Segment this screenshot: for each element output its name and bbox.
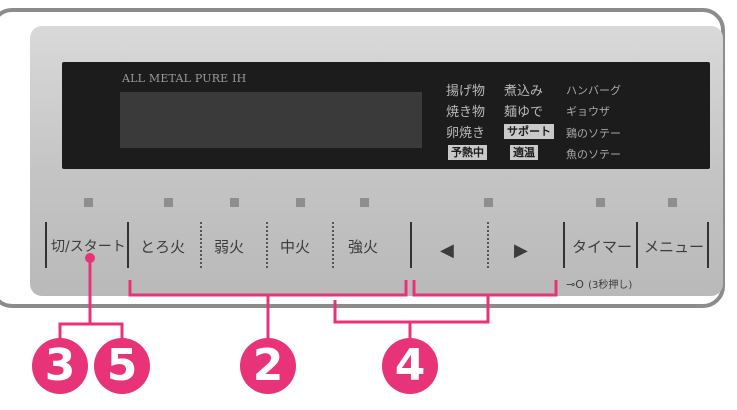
led-low [164,198,173,207]
menu-gyoza: ギョウザ [566,105,610,118]
dotted-divider [487,222,489,268]
lcd-screen [120,92,422,148]
step-2-circle: 2 [240,338,296,394]
menu-nikomi: 煮込み [504,84,544,99]
divider [45,222,47,268]
dotted-divider [332,222,334,268]
timer-button[interactable]: タイマー [572,238,633,256]
lock-note: ⊸O (3秒押し) [566,276,632,291]
right-arrow-button[interactable]: ▶ [514,240,528,261]
heat-low-button[interactable]: とろ火 [140,238,186,256]
heat-medium-button[interactable]: 中火 [280,238,311,256]
led-weak [230,198,239,207]
divider [636,222,638,268]
step-3-circle: 3 [32,338,88,394]
support-badge: サポート [504,124,554,139]
led-power [84,198,93,207]
step-5-circle: 5 [94,338,150,394]
menu-hamburg: ハンバーグ [566,84,621,97]
lock-note-text: (3秒押し) [588,280,633,291]
power-button-marker [85,253,95,263]
dotted-divider [200,222,202,268]
left-arrow-button[interactable]: ◀ [440,240,454,261]
menu-tamagoyaki: 卵焼き [446,126,486,141]
led-menu [668,198,677,207]
divider [410,222,412,268]
menu-button[interactable]: メニュー [644,238,705,256]
led-medium [296,198,305,207]
step-4-circle: 4 [382,338,438,394]
divider [707,222,709,268]
key-icon: ⊸O [566,278,584,291]
menu-fish-saute: 魚のソテー [566,148,621,161]
menu-agemono: 揚げ物 [446,84,486,99]
led-arrows [484,198,493,207]
divider [127,222,129,268]
power-start-button[interactable]: 切/スタート [51,239,126,255]
heat-weak-button[interactable]: 弱火 [214,238,245,256]
display-brand: ALL METAL PURE IH [122,72,247,85]
led-timer [596,198,605,207]
heat-strong-button[interactable]: 強火 [348,238,379,256]
dotted-divider [266,222,268,268]
menu-yakimono: 焼き物 [446,105,486,120]
divider [563,222,565,268]
optimal-temp-badge: 適温 [510,145,538,160]
preheating-badge: 予熱中 [448,145,487,160]
menu-chicken-saute: 鶏のソテー [566,127,621,140]
menu-menyude: 麺ゆで [504,105,544,120]
led-strong [360,198,369,207]
